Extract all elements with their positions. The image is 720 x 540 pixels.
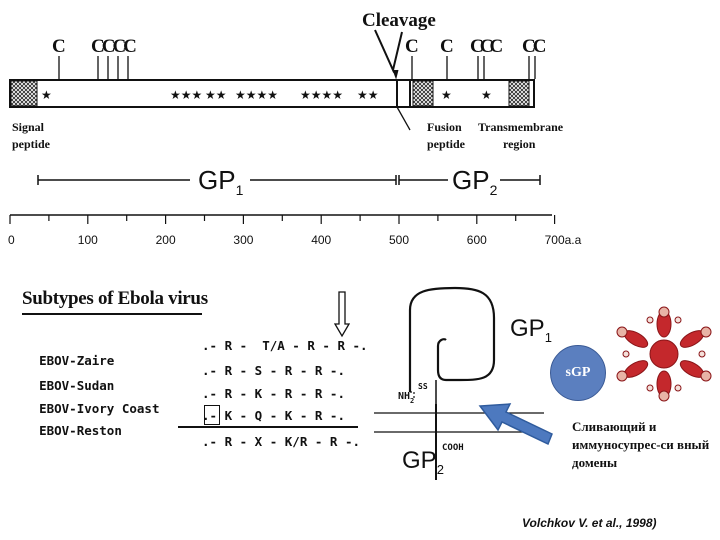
subtype-sequence: .- R - T/A - R - R -. bbox=[202, 338, 368, 353]
sgp-label: sGP bbox=[565, 365, 591, 380]
gp-domain-map: Cleavage C CCCC C C CCC CC ★ ★★★ ★★ bbox=[8, 10, 582, 247]
cys-label-6: CC bbox=[522, 36, 546, 57]
svg-text:★★★★: ★★★★ bbox=[235, 88, 278, 102]
cleavage-label: Cleavage bbox=[362, 10, 436, 31]
cys-label-2: CCCC bbox=[91, 36, 136, 57]
subtype-sequence: .- R - S - R - R -. bbox=[202, 363, 345, 378]
svg-text:★★★★: ★★★★ bbox=[300, 88, 343, 102]
axis-tick-label: 0 bbox=[8, 233, 15, 247]
axis-tick-label: 600 bbox=[467, 233, 487, 247]
svg-text:★: ★ bbox=[441, 88, 452, 102]
gp1-span bbox=[37, 175, 397, 185]
signal-peptide-box bbox=[10, 80, 38, 107]
consensus-sequence: .- R - X - K/R - R -. bbox=[202, 434, 361, 449]
subtype-name: EBOV-Zaire bbox=[39, 353, 115, 368]
subtype-row: EBOV-Sudan .- R - S - R - R -. bbox=[24, 363, 345, 408]
cys-label-5: CCC bbox=[470, 36, 502, 57]
subtype-row: EBOV-Reston .- K - Q - K - R -. bbox=[24, 408, 345, 453]
axis-tick-label: 300 bbox=[233, 233, 253, 247]
svg-text:★★: ★★ bbox=[205, 88, 227, 102]
cys-label-3: C bbox=[405, 36, 419, 57]
schematic-gp2-label: GP2 bbox=[402, 447, 444, 477]
cys-label-4: C bbox=[440, 36, 454, 57]
consensus-divider bbox=[178, 426, 358, 428]
domain-note: Сливающий и иммуносупрес-си вный домены bbox=[572, 419, 710, 470]
sgp-badge: sGP bbox=[550, 345, 606, 401]
cooh-label: COOH bbox=[442, 443, 464, 453]
subtypes-title: Subtypes of Ebola virus bbox=[22, 288, 208, 309]
gp1-loop bbox=[408, 286, 496, 392]
subtype-sequence: .- R - K - R - R -. bbox=[202, 386, 345, 401]
gp2-span bbox=[398, 175, 541, 185]
schematic-gp1-label: GP1 bbox=[510, 315, 552, 345]
protein-bar bbox=[9, 79, 535, 108]
subtype-row: EBOV-Zaire .- R - T/A - R - R -. bbox=[24, 338, 368, 383]
subtypes-title-underline bbox=[22, 313, 202, 315]
axis-tick-label: 200 bbox=[156, 233, 176, 247]
cleavage-arrow bbox=[374, 29, 403, 74]
ss-label: SS bbox=[418, 382, 428, 391]
svg-text:★★★: ★★★ bbox=[170, 88, 202, 102]
gp-schematic: NH2 SS COOH GP1 GP2 bbox=[374, 286, 552, 480]
cys-ticks bbox=[58, 56, 536, 79]
axis-tick-label: 100 bbox=[78, 233, 98, 247]
gp1-label: GP1 bbox=[198, 165, 244, 198]
axis-tick-label: 500 bbox=[389, 233, 409, 247]
svg-text:★★: ★★ bbox=[357, 88, 379, 102]
fusion-peptide-box bbox=[412, 80, 434, 107]
svg-text:★: ★ bbox=[41, 88, 52, 102]
subtype-sequence: .- K - Q - K - R -. bbox=[202, 408, 345, 423]
transmembrane-box bbox=[508, 80, 530, 107]
nh2-label: NH2 bbox=[398, 391, 414, 405]
axis-tick-label: 700a.a bbox=[545, 233, 582, 247]
consensus-row: .- R - X - K/R - R -. bbox=[24, 434, 360, 464]
subtype-row: EBOV-Ivory Coast .- R - K - R - R -. bbox=[24, 386, 345, 431]
protein-structure-image bbox=[616, 306, 712, 402]
cys-label-1: C bbox=[52, 36, 66, 57]
gp2-label: GP2 bbox=[452, 165, 498, 198]
glycosylation-stars: ★ ★★★ ★★ ★★★★ ★★★★ ★★ ★ ★ bbox=[41, 88, 492, 102]
axis-tick-label: 400 bbox=[311, 233, 331, 247]
cleavage-site-arrow bbox=[334, 291, 350, 338]
reston-k-box bbox=[204, 405, 220, 425]
subtype-name: EBOV-Reston bbox=[39, 423, 122, 438]
subtype-name: EBOV-Sudan bbox=[39, 378, 115, 393]
fusion-domain-arrow bbox=[478, 403, 553, 446]
svg-text:★: ★ bbox=[481, 88, 492, 102]
subtype-name: EBOV-Ivory Coast bbox=[39, 401, 160, 416]
citation: Volchkov V. et al., 1998) bbox=[522, 516, 657, 530]
